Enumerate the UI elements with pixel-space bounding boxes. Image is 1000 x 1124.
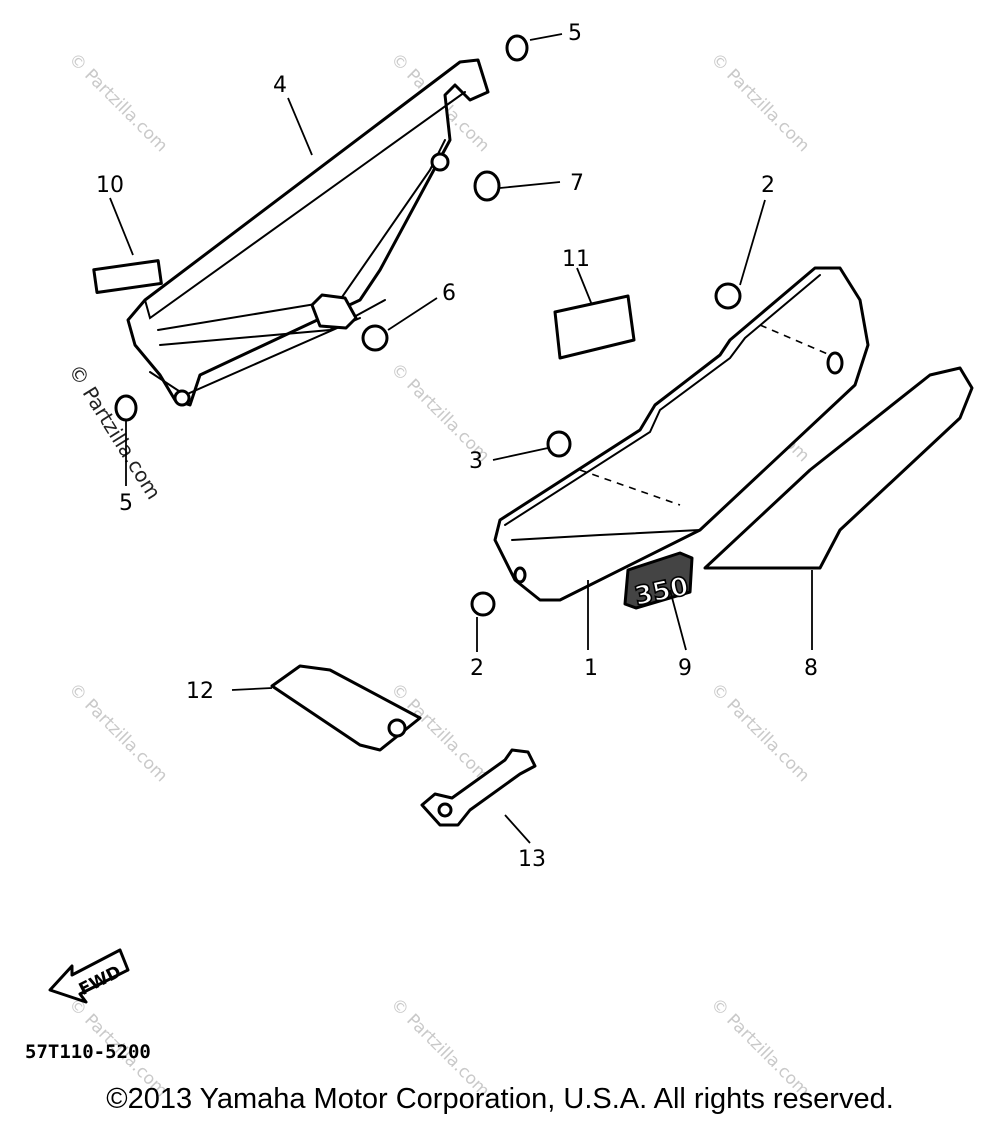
label-tag-part xyxy=(92,259,163,294)
diagram-code: 57T110-5200 xyxy=(25,1041,151,1063)
callout-label: 6 xyxy=(442,281,456,306)
callout-numbers: 5 4 10 7 2 11 6 5 3 2 1 9 8 12 13 xyxy=(96,21,818,872)
bracket-frame-part xyxy=(126,58,490,407)
side-panel-decal-part xyxy=(703,366,974,570)
callout-label: 3 xyxy=(469,449,483,474)
callout-label: 2 xyxy=(470,656,484,681)
callout-label: 5 xyxy=(119,491,133,516)
callout-label: 13 xyxy=(518,847,546,872)
callout-label: 5 xyxy=(568,21,582,46)
callout-label: 7 xyxy=(570,171,584,196)
forward-arrow-icon: FWD xyxy=(48,948,130,1004)
callout-label: 10 xyxy=(96,173,124,198)
watermark: © Partzilla.com xyxy=(64,49,171,156)
callout-label: 9 xyxy=(678,656,692,681)
strap-part xyxy=(420,748,537,827)
watermark: © Partzilla.com xyxy=(706,679,813,786)
emblem-350-part: 350 xyxy=(623,551,694,613)
callout-label: 11 xyxy=(562,247,590,272)
callout-label: 8 xyxy=(804,656,818,681)
grommets xyxy=(114,34,742,617)
watermark-dark: © Partzilla.com xyxy=(64,360,166,504)
callout-label: 2 xyxy=(761,173,775,198)
side-cover-part xyxy=(493,266,870,602)
callout-label: 12 xyxy=(186,679,214,704)
watermark: © Partzilla.com xyxy=(64,679,171,786)
leader-lines xyxy=(109,33,813,844)
storage-tray-part xyxy=(270,664,422,752)
watermark-layer: © Partzilla.com © Partzilla.com © Partzi… xyxy=(64,49,814,1101)
copyright-notice: ©2013 Yamaha Motor Corporation, U.S.A. A… xyxy=(106,1083,894,1115)
callout-label: 4 xyxy=(273,73,287,98)
watermark: © Partzilla.com xyxy=(706,49,813,156)
label-sheet-part xyxy=(553,294,636,360)
callout-label: 1 xyxy=(584,656,598,681)
